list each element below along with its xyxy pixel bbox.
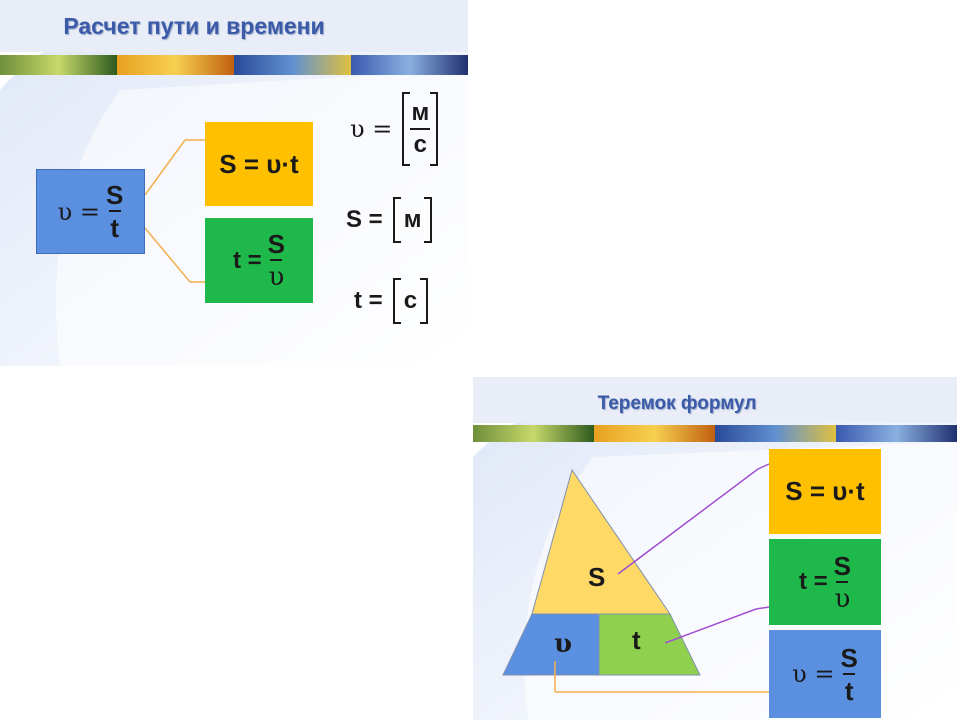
distance-unit: S = м xyxy=(346,197,433,243)
decorative-photo-strip xyxy=(473,425,957,442)
time-formula-lhs: t = xyxy=(232,246,262,274)
time-unit-bracket: с xyxy=(392,278,429,324)
fraction-bar xyxy=(270,259,283,261)
time-formula-numerator: S xyxy=(833,550,852,581)
fraction-bar xyxy=(410,128,431,130)
fraction-bar xyxy=(108,210,121,212)
time-formula-lhs: t = xyxy=(798,568,828,595)
time-formula-box: t = S υ xyxy=(769,539,881,625)
distance-formula-box: S = υ·t xyxy=(769,449,881,534)
distance-formula-text: S = υ·t xyxy=(785,476,865,506)
speed-formula-lhs: υ = xyxy=(57,197,100,226)
speed-unit: υ = м с xyxy=(350,92,439,166)
decorative-photo-strip xyxy=(0,55,468,75)
triangle-left-section xyxy=(502,613,600,676)
time-formula-denominator: υ xyxy=(834,583,851,614)
triangle-label-s: S xyxy=(588,562,606,592)
connector-lines xyxy=(144,139,205,283)
time-formula-numerator: S xyxy=(267,229,286,259)
distance-formula-text: S = υ·t xyxy=(219,148,299,179)
slide-title: Расчет пути и времени xyxy=(63,13,325,39)
distance-unit-bracket: м xyxy=(392,197,433,243)
triangle-right-section xyxy=(598,613,701,676)
speed-formula-lhs: υ = xyxy=(792,660,835,688)
distance-unit-lhs: S = xyxy=(346,206,383,233)
time-unit-lhs: t = xyxy=(354,287,383,314)
distance-formula-box: S = υ·t xyxy=(205,122,313,206)
time-unit: t = с xyxy=(354,278,429,324)
formula-triangle xyxy=(502,463,770,693)
speed-formula-box: υ = S t xyxy=(769,630,881,718)
time-formula-box: t = S υ xyxy=(205,218,313,303)
slide-title: Теремок формул xyxy=(597,393,757,414)
speed-formula-box: υ = S t xyxy=(36,169,145,254)
speed-unit-numerator: м xyxy=(411,99,430,126)
time-unit-value: с xyxy=(403,287,418,314)
distance-unit-value: м xyxy=(403,206,422,233)
time-formula-denominator: υ xyxy=(268,262,285,292)
triangle-label-t: t xyxy=(632,625,641,655)
speed-formula-numerator: S xyxy=(840,642,858,673)
speed-unit-bracket: м с xyxy=(402,92,439,166)
slide-formula-house: Теремок формул S υ t S = υ·t t = S υ υ =… xyxy=(473,377,957,720)
fraction-bar xyxy=(843,672,856,675)
speed-unit-lhs: υ = xyxy=(350,115,393,143)
speed-unit-denominator: с xyxy=(413,131,427,158)
triangle-label-v: υ xyxy=(554,629,573,659)
speed-formula-denominator: t xyxy=(844,675,854,706)
speed-formula-denominator: t xyxy=(110,213,119,243)
slide-path-time: Расчет пути и времени υ = S t S = υ·t t … xyxy=(0,0,468,366)
speed-formula-numerator: S xyxy=(105,180,124,210)
fraction-bar xyxy=(836,580,849,583)
